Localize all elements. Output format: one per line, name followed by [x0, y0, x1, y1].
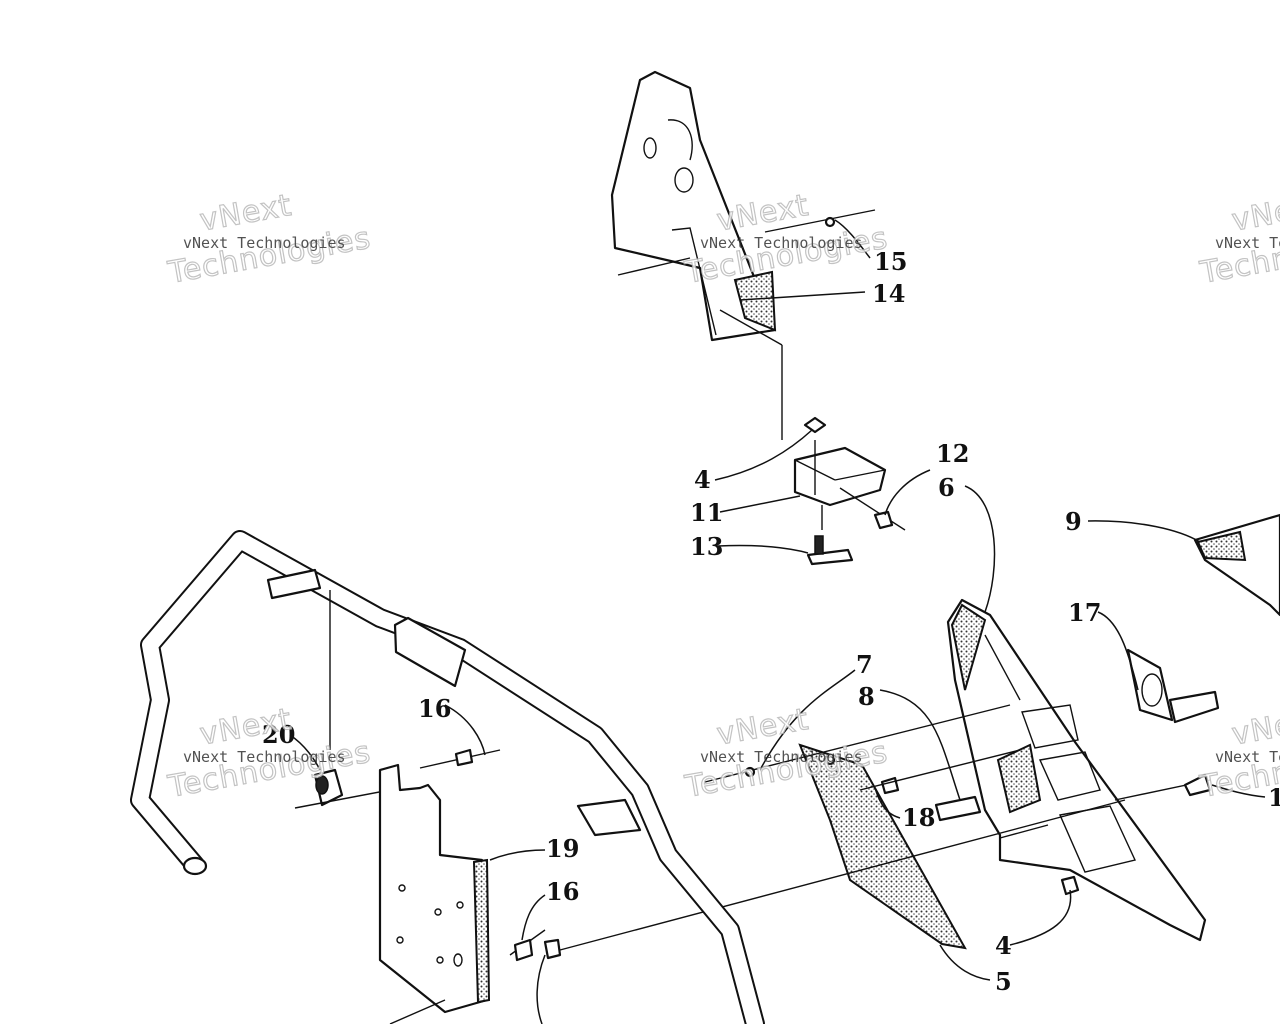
svg-text:vNext: vNext: [714, 188, 811, 239]
bracket-plate-part-14: [610, 70, 876, 440]
callout-13: 13: [690, 532, 723, 561]
mounting-plate-part-19: [378, 748, 501, 1014]
leader-lines: [289, 219, 1266, 1024]
watermark: vNext Techn vNext Te: [1196, 701, 1280, 805]
callout-19: 19: [546, 834, 579, 863]
svg-text:Technologies: Technologies: [165, 221, 374, 291]
svg-text:vNext: vNext: [1229, 188, 1280, 239]
callout-20: 20: [262, 720, 295, 749]
handlebar-tube-frame: [130, 530, 765, 1024]
callout-4-upper: 4: [694, 465, 711, 494]
watermark: vNext Technologies vNext Technologies: [164, 187, 374, 291]
callout-5: 5: [995, 967, 1012, 996]
callout-17: 17: [1068, 598, 1101, 627]
assembly-lines-right: [559, 704, 1212, 951]
watermark: vNext Techn vNext Tec: [1196, 187, 1280, 291]
watermarks: vNext Technologies vNext Technologies vN…: [164, 187, 1280, 805]
svg-text:vNext Tec: vNext Tec: [1215, 234, 1280, 252]
gasket-plate-part-17: [1126, 648, 1220, 724]
callout-9: 9: [1065, 507, 1082, 536]
svg-text:vNext: vNext: [1229, 702, 1280, 753]
callouts: 15 14 4 11 12 6 13 9 17 7 8 16 20 18 19 …: [262, 247, 1280, 996]
svg-text:vNext Technologies: vNext Technologies: [183, 748, 346, 766]
clamp-part-20: [294, 768, 391, 809]
svg-text:vNext Te: vNext Te: [1215, 748, 1280, 766]
callout-18: 18: [902, 803, 935, 832]
svg-text:vNext Technologies: vNext Technologies: [700, 234, 863, 252]
callout-6: 6: [938, 473, 955, 502]
callout-16-upper: 16: [418, 694, 451, 723]
callout-1-partial: 1: [1268, 783, 1280, 812]
mount-bracket-part-11: [793, 416, 906, 566]
callout-15: 15: [874, 247, 907, 276]
watermark: vNext Technologies vNext Technologies: [164, 701, 374, 805]
callout-4-lower: 4: [995, 931, 1012, 960]
callout-14: 14: [872, 279, 905, 308]
pad-part-18: [880, 776, 982, 822]
callout-7: 7: [856, 650, 873, 679]
callout-11: 11: [690, 498, 723, 527]
svg-text:vNext: vNext: [197, 188, 294, 239]
callout-12: 12: [936, 439, 969, 468]
plate-part-9: [1193, 513, 1280, 617]
svg-text:vNext: vNext: [714, 702, 811, 753]
side-plate-part-6: [946, 598, 1207, 942]
tread-plate-part-5: [798, 743, 967, 950]
callout-8: 8: [858, 682, 875, 711]
hardware-lower-left: [389, 929, 562, 1024]
callout-16-lower: 16: [546, 877, 579, 906]
svg-text:vNext Technologies: vNext Technologies: [700, 748, 863, 766]
svg-text:vNext Technologies: vNext Technologies: [183, 234, 346, 252]
